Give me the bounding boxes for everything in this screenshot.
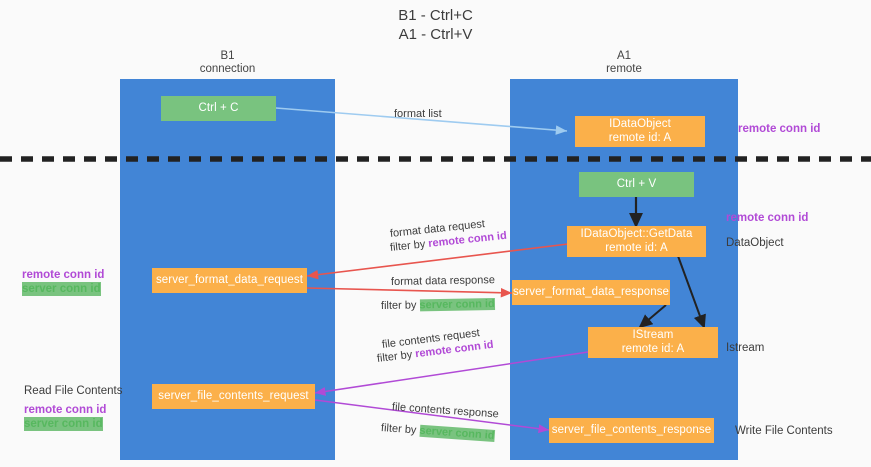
label-remote-conn-id-1: remote conn id bbox=[22, 269, 105, 281]
box-istream-line2: remote id: A bbox=[621, 342, 685, 355]
box-server-format-data-request-label: server_format_data_request bbox=[155, 273, 304, 286]
arrow-getdata-to-istream bbox=[677, 255, 706, 329]
label-write-file-contents: Write File Contents bbox=[735, 425, 833, 437]
filter-prefix: filter by bbox=[380, 299, 420, 312]
phase-separator bbox=[0, 156, 871, 162]
label-remote-conn-id-2: remote conn id bbox=[24, 404, 107, 416]
box-server-file-contents-request[interactable]: server_file_contents_request bbox=[152, 384, 315, 409]
box-ctrl-v[interactable]: Ctrl + V bbox=[579, 172, 694, 197]
edge-label-format-data-response: format data response bbox=[391, 273, 495, 289]
label-istream: Istream bbox=[726, 342, 765, 354]
box-server-file-contents-request-label: server_file_contents_request bbox=[158, 389, 309, 402]
column-header-b1: B1 connection bbox=[120, 50, 335, 76]
box-getdata[interactable]: IDataObject::GetData remote id: A bbox=[567, 226, 706, 257]
label-read-file-contents: Read File Contents bbox=[24, 385, 123, 397]
arrow-format-data-response bbox=[306, 287, 513, 298]
title-line-1: B1 - Ctrl+C bbox=[398, 7, 473, 24]
box-idataobject-line2: remote id: A bbox=[608, 131, 672, 144]
box-getdata-line2: remote id: A bbox=[605, 241, 668, 254]
label-remote-conn-id-top: remote conn id bbox=[738, 123, 821, 135]
box-ctrl-c-line1: Ctrl + C bbox=[198, 101, 239, 114]
box-ctrl-c[interactable]: Ctrl + C bbox=[161, 96, 276, 121]
diagram-title: B1 - Ctrl+C A1 - Ctrl+V bbox=[0, 6, 871, 44]
column-a1-role: remote bbox=[606, 63, 642, 75]
arrow-response-to-istream bbox=[638, 304, 667, 329]
box-istream-line1: IStream bbox=[632, 329, 674, 341]
box-getdata-line1: IDataObject::GetData bbox=[580, 228, 693, 240]
filter-key-server-conn-id: server conn id bbox=[419, 298, 495, 312]
filter-prefix: filter by bbox=[389, 238, 429, 254]
box-server-format-data-response-label: server_format_data_response bbox=[512, 285, 670, 298]
edge-label-format-data-response-filter: filter by server conn id bbox=[381, 297, 495, 313]
label-server-conn-id-1: server conn id bbox=[22, 282, 101, 296]
arrow-file-contents-response bbox=[314, 399, 550, 434]
box-server-file-contents-response-label: server_file_contents_response bbox=[551, 423, 712, 436]
title-line-2: A1 - Ctrl+V bbox=[398, 26, 473, 43]
arrow-format-list bbox=[275, 107, 568, 135]
label-remote-conn-id-mid: remote conn id bbox=[726, 212, 809, 224]
filter-prefix: filter by bbox=[380, 422, 420, 437]
edge-label-format-list: format list bbox=[394, 108, 442, 120]
box-istream[interactable]: IStream remote id: A bbox=[588, 327, 718, 358]
arrow-format-data-request bbox=[306, 243, 569, 280]
box-ctrl-v-line1: Ctrl + V bbox=[616, 177, 657, 190]
box-server-file-contents-response[interactable]: server_file_contents_response bbox=[549, 418, 714, 443]
column-a1-name: A1 bbox=[616, 50, 632, 62]
box-idataobject-line1: IDataObject bbox=[609, 118, 671, 130]
box-server-format-data-request[interactable]: server_format_data_request bbox=[152, 268, 307, 293]
box-server-format-data-response[interactable]: server_format_data_response bbox=[512, 280, 670, 305]
arrow-file-contents-request bbox=[314, 351, 589, 396]
label-server-conn-id-2: server conn id bbox=[24, 417, 103, 431]
box-idataobject[interactable]: IDataObject remote id: A bbox=[575, 116, 705, 147]
edge-label-format-data-response-text: format data response bbox=[390, 274, 496, 288]
column-header-a1: A1 remote bbox=[510, 50, 738, 76]
label-dataobject: DataObject bbox=[726, 237, 784, 249]
column-b1-role: connection bbox=[199, 63, 256, 75]
column-b1-name: B1 bbox=[220, 50, 235, 62]
